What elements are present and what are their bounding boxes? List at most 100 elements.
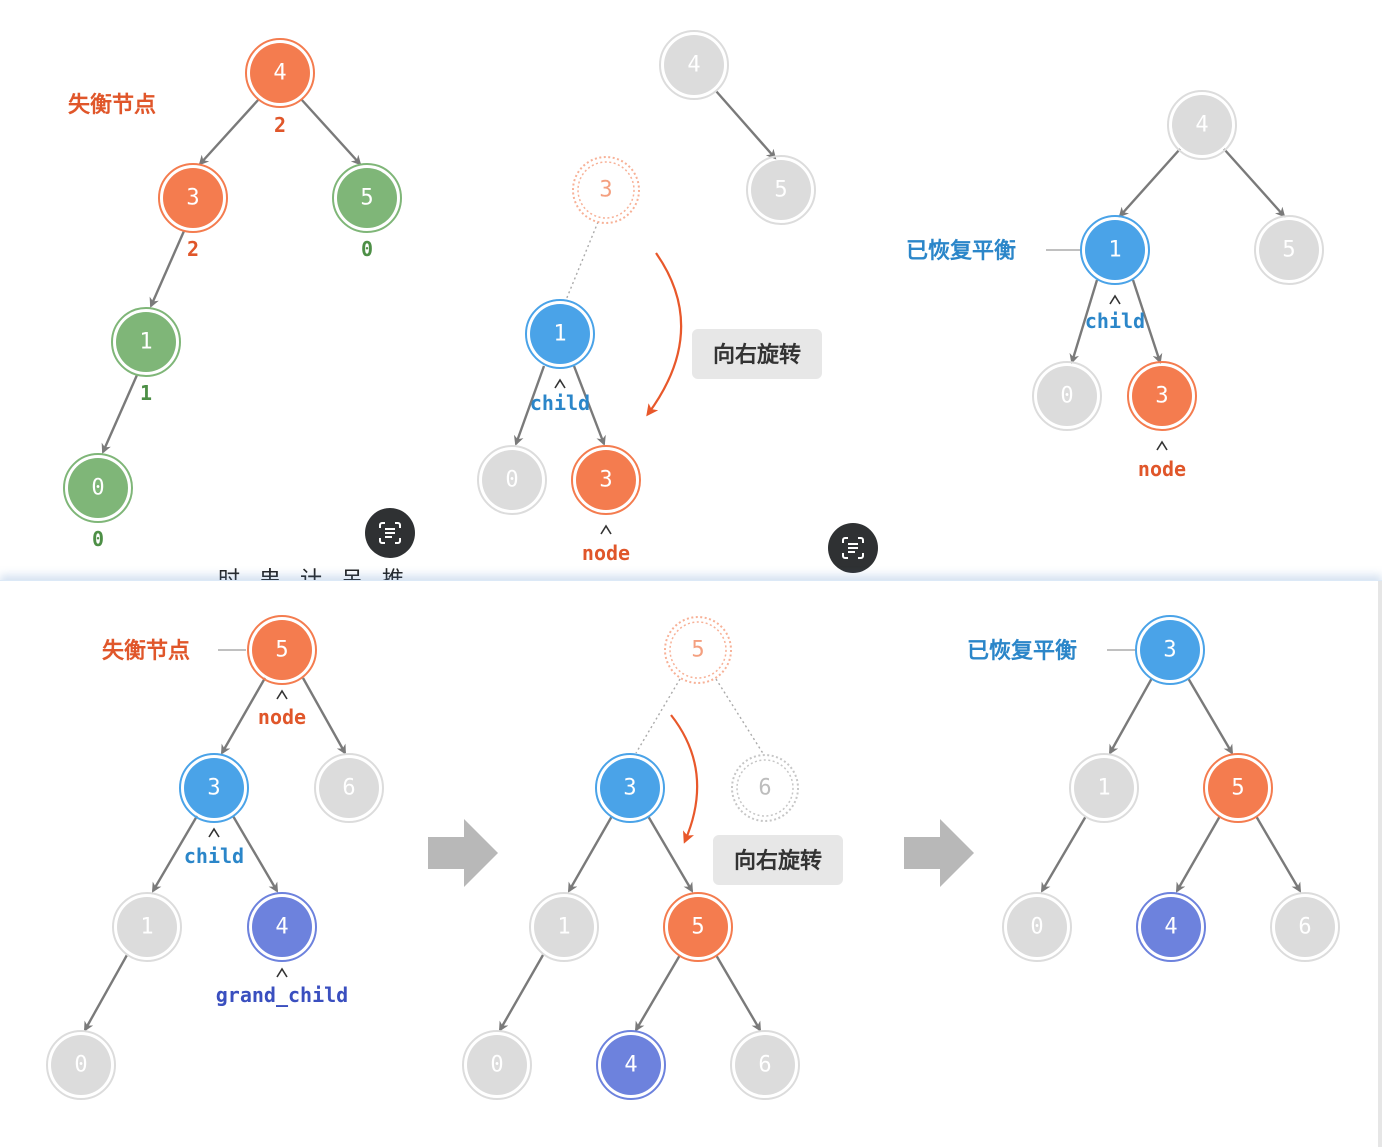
arrow-right-icon: [428, 819, 498, 887]
rotate-label-box: [713, 835, 843, 885]
node-value: 3: [1163, 638, 1176, 663]
node-height-label: 0: [361, 237, 373, 261]
node-value: 4: [273, 61, 286, 86]
bottom-diagram-panel: 5 3 6 1 4 0 失衡节点 node: [0, 580, 1382, 1147]
ghost-node-3: 3: [572, 156, 640, 224]
tree-node-4: 4: [1167, 90, 1237, 160]
edge-5-6: [714, 954, 762, 1032]
child-label: child: [530, 391, 590, 415]
node-value: 3: [599, 178, 612, 203]
edge-5-4: [634, 954, 682, 1032]
rotate-right-arrow: [670, 714, 699, 844]
tree-node-5: 5: [332, 163, 402, 233]
ghost-edge-5-3: [635, 678, 681, 754]
tree-node-4: 4: [245, 38, 315, 108]
node-pointer-caret: [600, 524, 612, 535]
edge-4-5: [715, 90, 777, 160]
node-value: 5: [691, 638, 704, 663]
tree-node-4: 4: [247, 892, 317, 962]
node-label: node: [258, 705, 306, 729]
unbalanced-node-label: 失衡节点: [102, 638, 190, 664]
edge-3-4: [231, 815, 279, 893]
edge-5-6: [1254, 815, 1302, 893]
tree-node-5: 5: [247, 615, 317, 685]
node-value: 3: [207, 776, 220, 801]
node-value: 1: [1108, 238, 1121, 263]
node-value: 0: [505, 468, 518, 493]
rotate-right-arrow: [646, 252, 683, 417]
edge-1-0: [1069, 279, 1099, 364]
node-value: 5: [1282, 238, 1295, 263]
unbalanced-node-label: 失衡节点: [68, 92, 156, 118]
arrow-right-icon: [904, 819, 974, 887]
node-value: 5: [360, 186, 373, 211]
ghost-edge-3-1: [565, 221, 599, 301]
ocr-scan-button[interactable]: [828, 523, 878, 573]
node-value: 1: [139, 330, 152, 355]
top-right-tree: 4 1 5 0 3 已恢复平衡 child node: [906, 90, 1324, 481]
node-pointer-caret: [1156, 440, 1168, 451]
tree-node-4: 4: [659, 30, 729, 100]
tree-node-5: 5: [1203, 753, 1273, 823]
edge-5-4: [1175, 815, 1222, 893]
rebalanced-label: 已恢复平衡: [967, 638, 1077, 664]
node-height-label: 1: [140, 381, 152, 405]
node-value: 1: [557, 915, 570, 940]
top-middle-tree: 4 5 3 1 0 3 child node: [477, 30, 822, 565]
tree-node-0: 0: [477, 445, 547, 515]
node-value: 4: [624, 1053, 637, 1078]
bottom-right-tree: 3 1 5 0 4 6 已恢复平衡: [967, 615, 1340, 962]
scrollbar-track[interactable]: [1378, 581, 1382, 1147]
node-value: 3: [186, 186, 199, 211]
node-value: 0: [91, 476, 104, 501]
text-scan-icon: [842, 537, 864, 559]
tree-node-1: 1: [1069, 753, 1139, 823]
node-value: 1: [553, 322, 566, 347]
tree-node-0: 0: [63, 453, 133, 523]
node-value: 1: [1097, 776, 1110, 801]
tree-node-5: 5: [663, 892, 733, 962]
edge-5-6: [301, 677, 347, 755]
node-value: 3: [623, 776, 636, 801]
node-height-label: 2: [187, 237, 199, 261]
tree-node-6: 6: [314, 753, 384, 823]
rotate-label-box: [692, 329, 822, 379]
tree-node-1: 1: [529, 892, 599, 962]
node-value: 6: [758, 776, 771, 801]
edge-4-5: [1223, 148, 1286, 218]
edge-1-3: [572, 365, 606, 446]
tree-node-5: 5: [1254, 215, 1324, 285]
bottom-left-tree: 5 3 6 1 4 0 失衡节点 node: [46, 615, 384, 1100]
edge-1-0: [498, 954, 545, 1032]
tree-node-3: 3: [1135, 615, 1205, 685]
grand-child-pointer-caret: [276, 967, 288, 978]
ocr-scan-button[interactable]: [365, 508, 415, 558]
edge-3-5: [1186, 677, 1234, 755]
node-height-label: 2: [274, 113, 286, 137]
bottom-diagram-svg: 5 3 6 1 4 0 失衡节点 node: [46, 615, 1340, 1100]
tree-node-4: 4: [596, 1030, 666, 1100]
node-value: 0: [1060, 384, 1073, 409]
grand-child-label: grand_child: [216, 983, 348, 1007]
tree-node-3: 3: [1127, 361, 1197, 431]
node-value: 3: [599, 468, 612, 493]
tree-node-5: 5: [746, 155, 816, 225]
node-pointer-caret: [276, 689, 288, 700]
node-value: 6: [342, 776, 355, 801]
node-value: 1: [140, 915, 153, 940]
ghost-node-6: 6: [731, 754, 799, 822]
tree-node-0: 0: [1002, 892, 1072, 962]
child-label: child: [184, 844, 244, 868]
edge-3-1: [567, 815, 614, 893]
node-label: node: [1138, 457, 1186, 481]
tree-node-1: 1: [112, 892, 182, 962]
node-value: 4: [687, 53, 700, 78]
top-left-tree: 4 2 3 2 5 0 1 1 0 0 失衡节点: [63, 38, 402, 551]
tree-node-0: 0: [462, 1030, 532, 1100]
edge-3-1: [1108, 677, 1154, 755]
tree-node-3: 3: [595, 753, 665, 823]
ghost-edge-5-6: [715, 678, 765, 756]
ghost-node-5: 5: [664, 616, 732, 684]
node-label: node: [582, 541, 630, 565]
node-value: 0: [74, 1053, 87, 1078]
